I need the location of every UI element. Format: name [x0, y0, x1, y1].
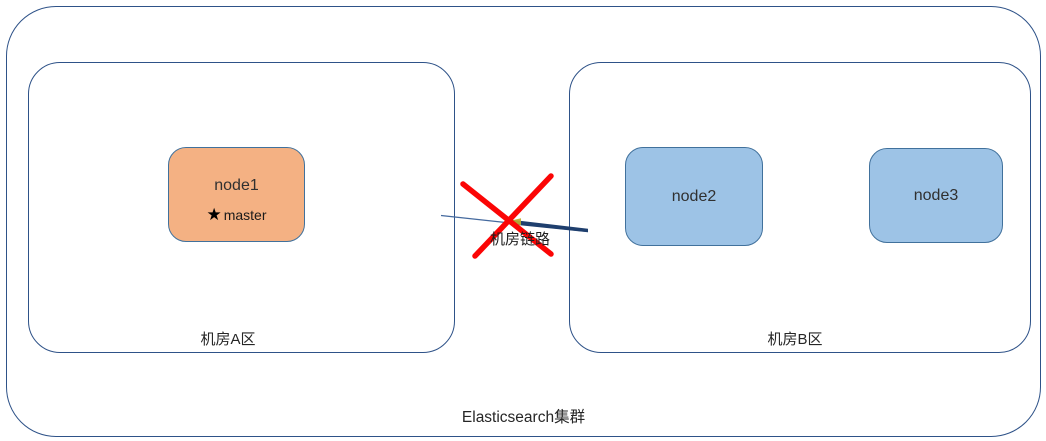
- zone-a-label: 机房A区: [200, 331, 256, 348]
- link-label: 机房链路: [489, 231, 550, 248]
- node2-label: node2: [671, 187, 717, 205]
- node1-master-row: ★ master: [206, 206, 266, 223]
- node1-master-label: master: [223, 206, 267, 223]
- zone-b-label: 机房B区: [767, 331, 823, 348]
- node3-box: node3: [869, 148, 1003, 243]
- star-icon: ★: [206, 205, 222, 224]
- node3-label: node3: [913, 186, 959, 204]
- node1-box: node1 ★ master: [168, 147, 305, 242]
- zone-b-container: [569, 62, 1031, 353]
- node2-box: node2: [625, 147, 763, 246]
- cluster-label: Elasticsearch集群: [461, 409, 586, 426]
- cluster-container: [6, 6, 1041, 437]
- node1-label: node1: [214, 177, 259, 194]
- zone-a-container: [28, 62, 455, 353]
